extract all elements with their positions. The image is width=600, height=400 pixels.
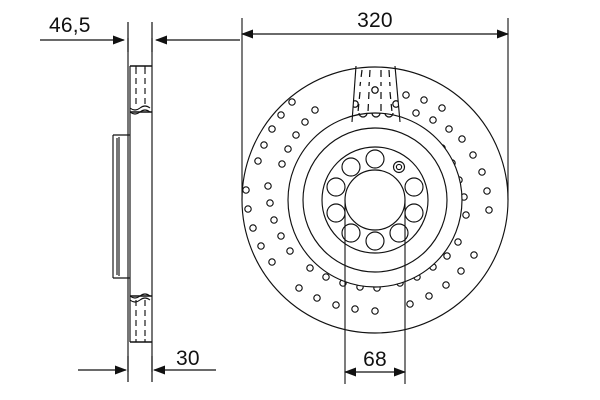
bolt-hole: [365, 231, 385, 251]
side-hat-flange: [112, 134, 130, 279]
drilled-hole-group: [242, 91, 493, 315]
disc-outer-circle: [241, 66, 509, 334]
cooling-vane-detail: [351, 65, 401, 123]
side-lower-vent-block: [129, 293, 152, 343]
dimension-68: [344, 200, 406, 384]
hat-seat-circle: [321, 146, 429, 254]
bolt-hole-group: [326, 149, 424, 251]
bolt-hole: [326, 203, 346, 223]
dimension-label-68: 68: [363, 348, 387, 371]
bolt-hole: [341, 157, 361, 177]
vane-detail-left-edge: [351, 65, 357, 123]
bolt-hole: [404, 203, 424, 223]
bolt-hole: [341, 223, 361, 243]
friction-ring-inner-circle: [287, 112, 463, 288]
bolt-hole: [365, 149, 385, 169]
dimension-label-30: 30: [176, 347, 200, 370]
dimension-label-320: 320: [357, 9, 393, 32]
bolt-hole-marker: [395, 163, 403, 171]
face-view: [241, 18, 509, 384]
bolt-hole: [326, 177, 346, 197]
dimension-320: [241, 18, 509, 200]
dimension-46-5: [40, 22, 240, 52]
side-section-view: [40, 22, 240, 382]
centre-bore-circle: [344, 169, 406, 231]
hat-outer-circle: [302, 127, 448, 273]
bolt-hole: [404, 177, 424, 197]
bolt-hole: [389, 223, 409, 243]
dimension-30: [78, 356, 216, 382]
bolt-hole: [392, 160, 406, 174]
side-upper-vent-block: [129, 65, 152, 115]
dimension-label-46-5: 46,5: [49, 14, 91, 37]
vane-detail-right-edge: [394, 65, 401, 123]
